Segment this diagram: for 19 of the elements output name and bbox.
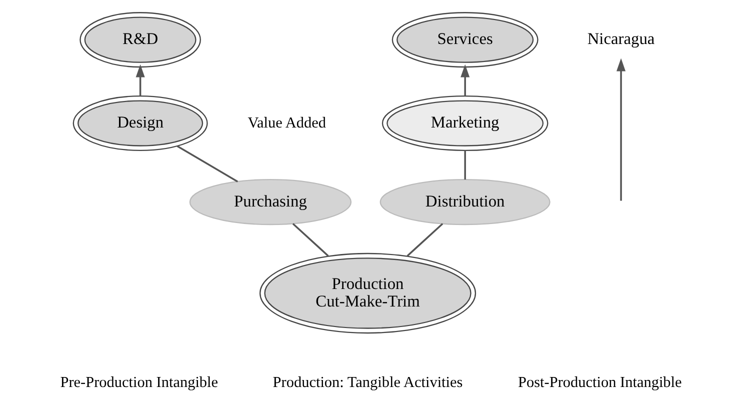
node-ellipse: Distribution xyxy=(379,178,550,226)
label: Pre-Production Intangible xyxy=(60,374,218,392)
connector xyxy=(464,150,466,180)
node-ellipse: R&D xyxy=(79,12,200,68)
node-ellipse: Purchasing xyxy=(188,178,352,226)
arrow xyxy=(616,58,626,201)
arrow xyxy=(135,64,144,96)
node-ellipse: Marketing xyxy=(381,96,548,152)
label: Production: Tangible Activities xyxy=(272,374,462,392)
label: Value Added xyxy=(247,114,326,132)
connector xyxy=(176,145,238,182)
node-ellipse: Production Cut-Make-Trim xyxy=(258,252,476,334)
node-text: Nicaragua xyxy=(586,29,654,48)
arrow xyxy=(460,64,470,96)
label: Post-Production Intangible xyxy=(518,374,682,392)
node-ellipse: Services xyxy=(391,12,538,68)
node-ellipse: Design xyxy=(72,96,208,152)
connector xyxy=(292,223,328,257)
connector xyxy=(406,223,443,257)
